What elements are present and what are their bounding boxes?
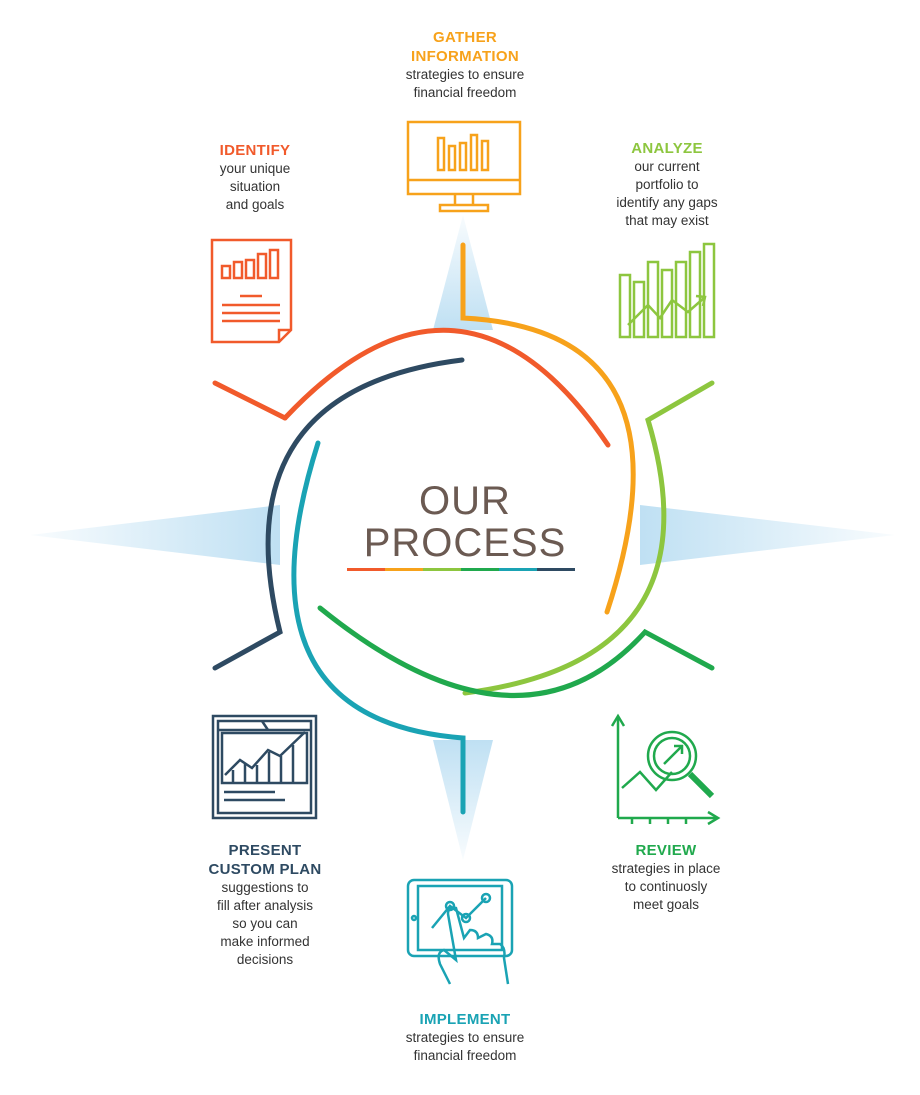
report-window-icon (211, 714, 318, 820)
step-review-title: REVIEW (635, 842, 697, 859)
center-underline-segment (423, 568, 461, 571)
center-underline-segment (347, 568, 385, 571)
ring-arc-analyze (462, 380, 715, 696)
step-review: REVIEW strategies in place to continuosl… (566, 841, 766, 914)
step-present-desc: suggestions to fill after analysis so yo… (216, 880, 314, 967)
center-underline-segment (537, 568, 575, 571)
step-gather-desc: strategies to ensure financial freedom (405, 67, 525, 100)
step-gather-title: GATHER INFORMATION (410, 29, 519, 65)
step-implement-title: IMPLEMENT (419, 1011, 511, 1028)
center-underline-segment (499, 568, 537, 571)
monitor-bar-chart-icon (406, 120, 522, 213)
center-title: OUR PROCESS (363, 479, 567, 565)
step-implement-desc: strategies to ensure financial freedom (405, 1030, 525, 1063)
ring-arc-identify (282, 327, 611, 448)
ring-spoke-identify (212, 380, 288, 421)
step-present-title: PRESENT CUSTOM PLAN (208, 842, 322, 878)
step-analyze-title: ANALYZE (631, 140, 703, 157)
ring-arc-review (317, 605, 715, 698)
document-chart-icon (210, 238, 293, 344)
touch-tablet-icon (406, 878, 514, 985)
step-identify-desc: your unique situation and goals (219, 161, 291, 212)
ring-arc-gather (460, 242, 636, 615)
step-gather: GATHER INFORMATION strategies to ensure … (365, 28, 565, 102)
center-underline-segment (461, 568, 499, 571)
step-present: PRESENT CUSTOM PLAN suggestions to fill … (165, 841, 365, 969)
ring-arc-present (212, 357, 465, 671)
step-analyze-desc: our current portfolio to identify any ga… (616, 159, 718, 228)
step-implement: IMPLEMENT strategies to ensure financial… (365, 1010, 565, 1065)
center-underline-segment (385, 568, 423, 571)
step-analyze: ANALYZE our current portfolio to identif… (567, 139, 767, 230)
magnifier-chart-icon (610, 713, 721, 826)
compass-ray-right (640, 505, 895, 565)
step-review-desc: strategies in place to continuosly meet … (611, 861, 721, 912)
step-identify-title: IDENTIFY (219, 142, 291, 159)
ring-arc-implement (291, 440, 466, 815)
growth-chart-icon (618, 242, 716, 339)
step-identify: IDENTIFY your unique situation and goals (155, 141, 355, 214)
compass-ray-left (30, 505, 280, 565)
